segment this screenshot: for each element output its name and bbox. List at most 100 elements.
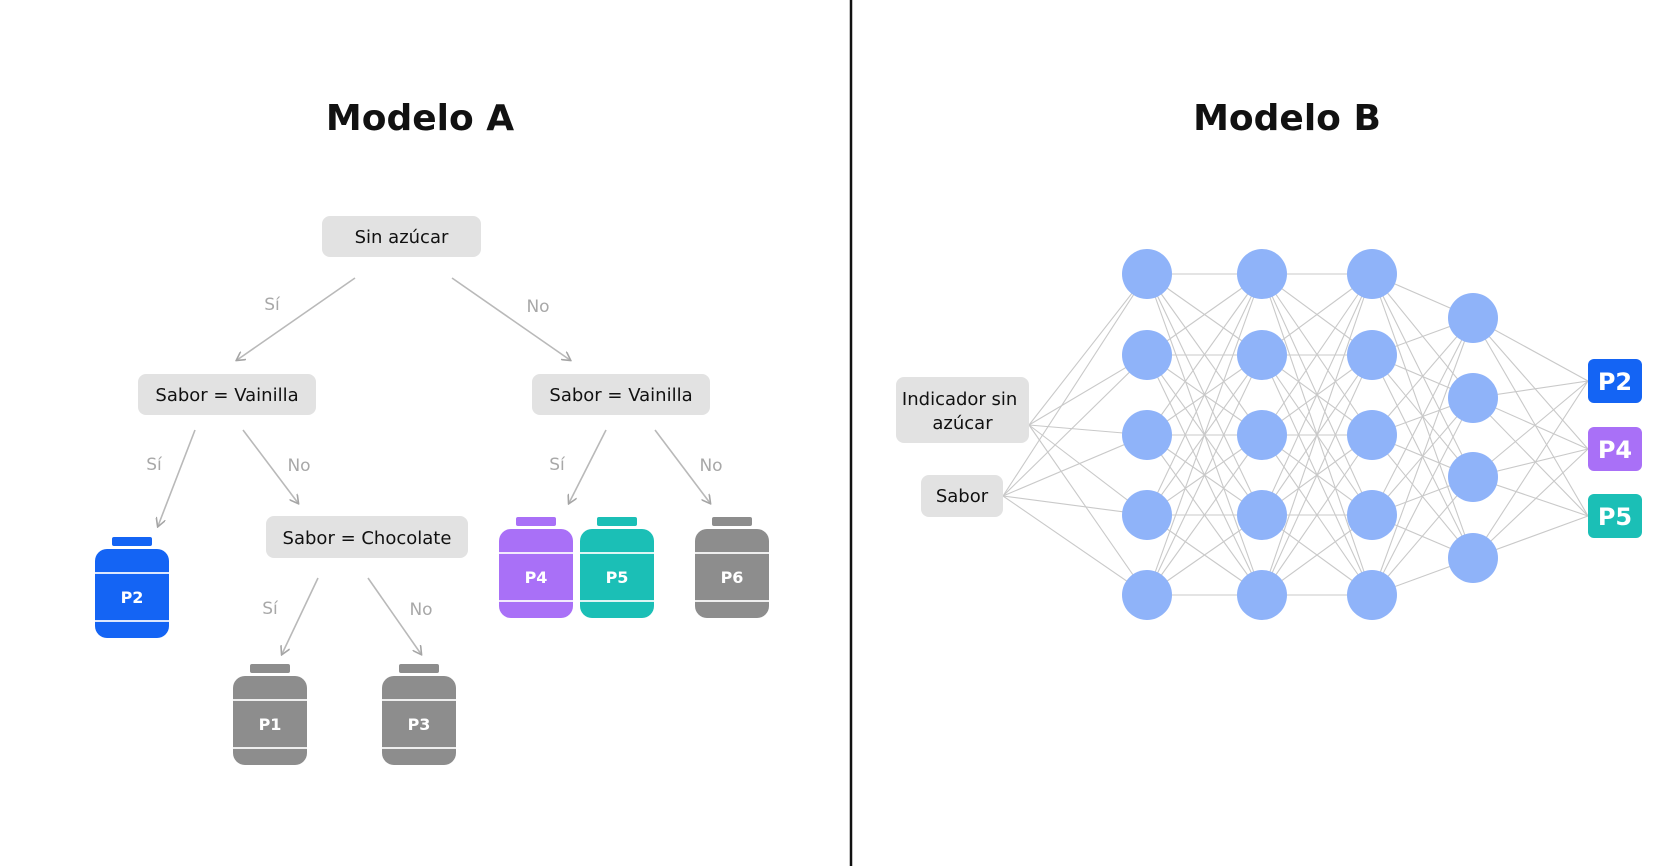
connection — [1146, 273, 1263, 596]
edge-choc-p1 — [282, 577, 319, 654]
tree-edges — [158, 277, 710, 654]
input-label: Indicador sin azúcar — [902, 389, 1023, 434]
connection — [1371, 397, 1474, 596]
neuron — [1347, 330, 1397, 380]
neuron — [1448, 452, 1498, 502]
neuron — [1122, 249, 1172, 299]
neuron — [1347, 410, 1397, 460]
edge-label-yes: Sí — [264, 295, 281, 315]
connection — [1472, 317, 1589, 517]
neuron — [1237, 410, 1287, 460]
edge-right-p6 — [654, 429, 710, 503]
output-label: P4 — [1598, 436, 1632, 464]
node-label: Sabor = Vainilla — [549, 385, 692, 406]
product-jar-p2: P2 — [95, 537, 169, 638]
connection — [1261, 273, 1373, 436]
edge-left-choc — [242, 429, 298, 503]
decision-node-flavor-left: Sabor = Vainilla — [138, 374, 316, 415]
neuron — [1122, 490, 1172, 540]
input-node-sugar-free: Indicador sin azúcar — [896, 377, 1029, 443]
input-node-flavor: Sabor — [921, 475, 1003, 517]
edge-label-no: No — [526, 297, 549, 317]
edge-choc-p3 — [367, 577, 421, 654]
neuron — [1347, 490, 1397, 540]
neuron — [1237, 570, 1287, 620]
edge-left-p2 — [158, 429, 196, 526]
edge-root-left — [237, 277, 356, 360]
jar-label: P2 — [121, 588, 144, 607]
edge-right-p4p5 — [569, 429, 607, 503]
node-label: Sabor = Chocolate — [283, 528, 452, 549]
neuron — [1237, 249, 1287, 299]
decision-node-root: Sin azúcar — [322, 216, 481, 257]
connection — [1261, 434, 1373, 596]
connection — [1146, 273, 1263, 436]
connection — [1371, 317, 1474, 516]
neuron — [1448, 373, 1498, 423]
connection — [1002, 434, 1148, 497]
connection — [1028, 424, 1148, 596]
product-jar-p5: P5 — [580, 517, 654, 618]
output-p2: P2 — [1588, 359, 1642, 403]
neuron — [1347, 249, 1397, 299]
network-connections — [1002, 273, 1589, 596]
decision-node-flavor-right: Sabor = Vainilla — [532, 374, 710, 415]
connection — [1146, 354, 1263, 596]
connection — [1261, 273, 1373, 596]
product-jar-p6: P6 — [695, 517, 769, 618]
node-label: Sabor = Vainilla — [155, 385, 298, 406]
jar-label: P3 — [408, 715, 431, 734]
connection — [1028, 273, 1148, 426]
neuron — [1347, 570, 1397, 620]
edge-label-no: No — [699, 456, 722, 476]
output-p5: P5 — [1588, 494, 1642, 538]
neuron — [1237, 490, 1287, 540]
product-jar-p1: P1 — [233, 664, 307, 765]
output-label: P2 — [1598, 368, 1632, 396]
connection — [1371, 317, 1474, 436]
edge-label-no: No — [409, 600, 432, 620]
neuron — [1448, 533, 1498, 583]
edge-root-right — [451, 277, 570, 360]
connection — [1002, 495, 1148, 596]
product-jar-p3: P3 — [382, 664, 456, 765]
neuron — [1122, 570, 1172, 620]
connection — [1472, 317, 1589, 450]
connection — [1146, 273, 1263, 516]
jar-label: P6 — [721, 568, 744, 587]
decision-node-chocolate: Sabor = Chocolate — [266, 516, 468, 558]
output-p4: P4 — [1588, 427, 1642, 471]
jar-label: P5 — [606, 568, 629, 587]
edge-label-yes: Sí — [146, 455, 163, 475]
neuron — [1237, 330, 1287, 380]
network-neurons — [1122, 249, 1498, 620]
edge-label-yes: Sí — [549, 455, 566, 475]
model-b-title: Modelo B — [1193, 98, 1381, 139]
connection — [1261, 273, 1373, 516]
connection — [1472, 380, 1589, 559]
edge-label-yes: Sí — [262, 599, 279, 619]
edge-label-no: No — [287, 456, 310, 476]
connection — [1146, 434, 1263, 596]
output-label: P5 — [1598, 503, 1632, 531]
node-label: Sin azúcar — [355, 227, 449, 248]
connection — [1371, 476, 1474, 596]
connection — [1002, 273, 1148, 497]
neuron — [1122, 330, 1172, 380]
connection — [1371, 273, 1474, 478]
jar-label: P4 — [525, 568, 548, 587]
connection — [1002, 354, 1148, 497]
connection — [1472, 448, 1589, 559]
input-label: Sabor — [936, 486, 989, 507]
connection — [1472, 397, 1589, 517]
neuron — [1448, 293, 1498, 343]
model-a-title: Modelo A — [326, 98, 514, 139]
jar-label: P1 — [259, 715, 282, 734]
neuron — [1122, 410, 1172, 460]
connection — [1371, 317, 1474, 596]
connection — [1261, 354, 1373, 596]
